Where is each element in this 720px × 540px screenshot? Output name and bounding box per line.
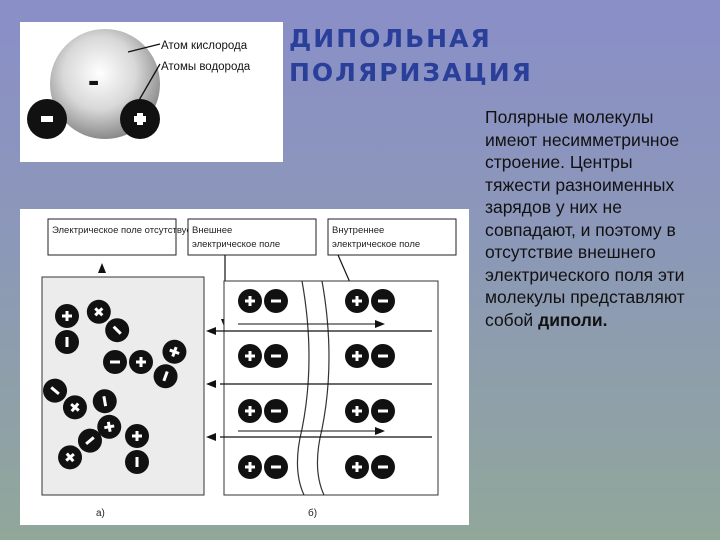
random-dipole-3 [103, 350, 153, 374]
caption-box-c-line1: Внутреннее [332, 225, 384, 236]
boundary-line-left [296, 280, 310, 496]
figure-caption-b: б) [308, 507, 317, 519]
body-text-main: Полярные молекулы имеют несимметричное с… [485, 107, 685, 330]
aligned-dipoles-panel [223, 280, 439, 496]
aligned-dipole-6 [345, 399, 395, 423]
aligned-dipole-5 [238, 399, 288, 423]
hydrogen-label: Атомы водорода [161, 61, 251, 73]
caption-box-b [187, 218, 317, 256]
field-line-2-arrow [206, 380, 216, 388]
boundary-line-right [316, 280, 330, 496]
water-molecule-svg: - Атом кислорода Атомы водорода [27, 29, 251, 139]
field-line-1-arrow [206, 327, 216, 335]
random-dipole-1 [55, 304, 79, 354]
random-dipole-8 [125, 424, 149, 474]
aligned-dipole-2 [345, 289, 395, 313]
caption-box-c [327, 218, 457, 256]
pointer-arrow-a [98, 263, 106, 273]
title-line-1: ДИПОЛЬНАЯ [289, 24, 492, 53]
internal-field-line-2-arrow [375, 427, 385, 435]
random-dipole-6 [92, 389, 122, 439]
aligned-dipole-1 [238, 289, 288, 313]
title-line-2: ПОЛЯРИЗАЦИЯ [289, 58, 533, 87]
random-dipole-4 [153, 339, 187, 389]
aligned-dipole-8 [345, 455, 395, 479]
dipole-polarization-svg: Электрическое поле отсутствует Внешнее э… [41, 218, 457, 519]
oxygen-minus-sign: - [88, 62, 99, 100]
water-molecule-figure: - Атом кислорода Атомы водорода [20, 22, 283, 162]
aligned-dipole-3 [238, 344, 288, 368]
oxygen-label: Атом кислорода [161, 40, 248, 52]
caption-box-b-line2: электрическое поле [192, 239, 280, 250]
caption-box-a [47, 218, 177, 256]
slide-title: ДИПОЛЬНАЯ ПОЛЯРИЗАЦИЯ [289, 22, 533, 90]
caption-box-b-line1: Внешнее [192, 225, 232, 236]
pointer-hydrogen [137, 63, 161, 103]
caption-box-c-line2: электрическое поле [332, 239, 420, 250]
random-dipole-7 [58, 428, 102, 470]
field-line-3-arrow [206, 433, 216, 441]
pointer-oxygen [127, 43, 161, 53]
body-text: Полярные молекулы имеют несимметричное с… [485, 106, 695, 331]
caption-box-a-text: Электрическое поле отсутствует [52, 225, 196, 236]
hydrogen-atom-left [27, 99, 67, 139]
random-dipole-5 [43, 378, 87, 420]
aligned-dipole-4 [345, 344, 395, 368]
random-dipole-2 [86, 299, 130, 343]
body-text-bold: диполи. [538, 309, 608, 330]
dipole-polarization-figure: Электрическое поле отсутствует Внешнее э… [20, 209, 469, 525]
hydrogen-atom-right [120, 99, 160, 139]
figure-caption-a: а) [96, 508, 105, 519]
aligned-dipole-7 [238, 455, 288, 479]
internal-field-line-1-arrow [375, 320, 385, 328]
